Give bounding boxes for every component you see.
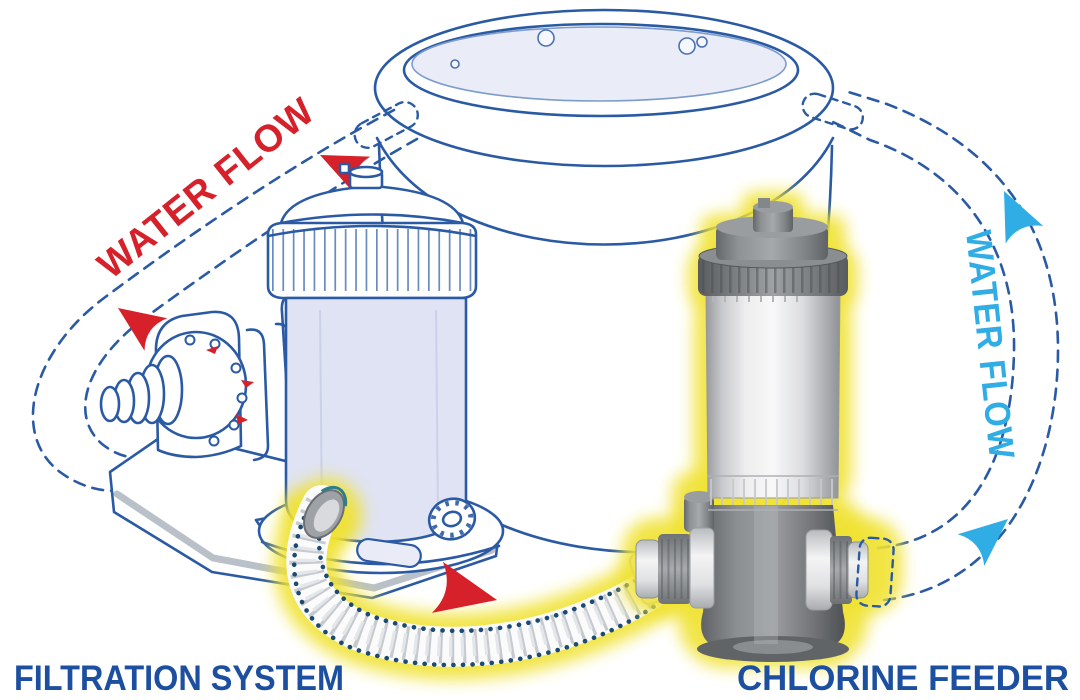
drain-valve-knob <box>427 497 477 541</box>
bubble-icon <box>450 59 460 69</box>
bubble-icon <box>678 37 696 55</box>
lock-ring-top-curve <box>266 224 478 238</box>
hose-dotted-edge-bottom <box>291 515 679 668</box>
feeder-valve-knob <box>684 491 714 532</box>
air-release-valve <box>338 162 384 190</box>
feeder-body <box>705 287 841 499</box>
feeder-seams <box>707 475 839 511</box>
filter-canister <box>257 162 505 575</box>
tick-icon <box>241 380 254 388</box>
platter-handle-slot <box>356 537 422 569</box>
feeder-inlet-port <box>635 527 715 609</box>
cap-nub <box>758 198 770 208</box>
bubble-icon <box>696 36 708 48</box>
tick-icon <box>206 346 218 354</box>
filtration-system-label: FILTRATION SYSTEM <box>14 659 344 698</box>
feeder-outlet-port <box>805 529 869 611</box>
bubble-icon <box>537 29 555 47</box>
pool-suction-fitting <box>353 100 419 149</box>
canister-lid-dome <box>279 184 465 225</box>
pool-water-surface <box>411 26 787 102</box>
water-bubbles <box>450 29 708 69</box>
feeder-base-highlight <box>754 506 778 644</box>
feeder-cap <box>716 198 828 260</box>
tick-icon <box>236 414 248 424</box>
chlorine-feeder-label: CHLORINE FEEDER <box>737 659 1069 698</box>
flow-arrow-icon <box>957 503 1022 566</box>
hose-dotted-edge-top <box>316 489 667 634</box>
return-hose-inner-dashed <box>831 120 1016 550</box>
bolt-icon <box>236 392 248 404</box>
pump-inlet <box>99 354 184 426</box>
motor-fin-line <box>245 328 270 462</box>
bolt-icon <box>184 334 196 346</box>
bolt-icon <box>228 419 240 431</box>
canister-lock-ring <box>266 221 478 300</box>
pool-ring-inner <box>402 22 800 118</box>
pump-bolts <box>184 334 248 447</box>
bolt-icon <box>230 362 242 374</box>
hose-canister-fitting <box>303 485 348 539</box>
bolt-icon <box>208 435 220 447</box>
chlorine-feeder <box>622 192 902 668</box>
return-hose-outer-dashed <box>843 89 1060 602</box>
inlet-end-cap <box>99 385 121 423</box>
pump-dial-ticks <box>206 346 254 424</box>
pool-return-fitting <box>801 92 865 131</box>
feeder-foot-inner <box>733 640 813 654</box>
pool-ring-bottom-edge <box>375 136 835 246</box>
outlet-dashed-fitting <box>855 536 895 608</box>
